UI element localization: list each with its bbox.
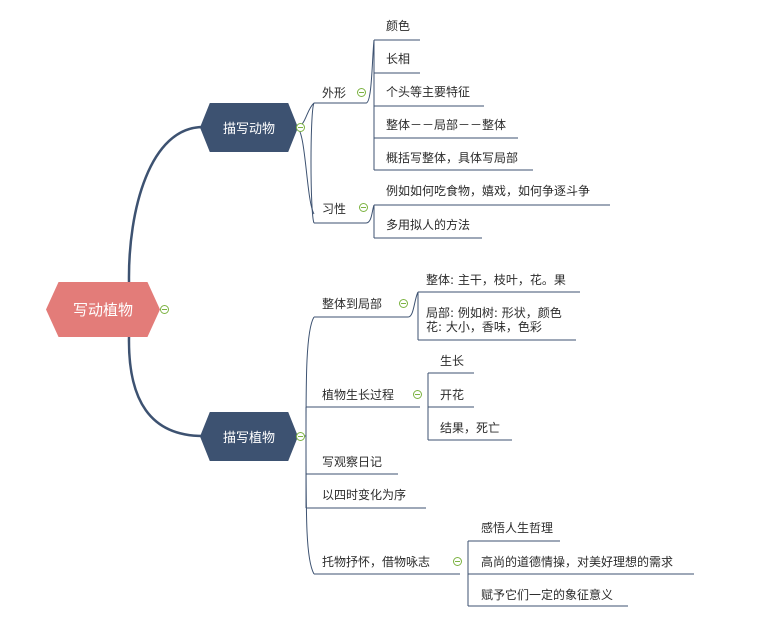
leaf-bloom[interactable]: 开花	[440, 388, 465, 402]
collapse-express-icon[interactable]	[453, 557, 462, 566]
collapse-whole-to-part-icon[interactable]	[399, 299, 408, 308]
collapse-root-icon[interactable]	[160, 305, 169, 314]
leaf-looks[interactable]: 长相	[386, 52, 411, 66]
leaf-color[interactable]: 颜色	[386, 19, 411, 33]
leaf-noble-morals[interactable]: 高尚的道德情操，对美好理想的需求	[481, 555, 674, 569]
leaf-eating-playing[interactable]: 例如如何吃食物，嬉戏，如何争逐斗争	[386, 184, 591, 198]
topic-express-feelings[interactable]: 托物抒怀，借物咏志	[322, 555, 431, 569]
topic-four-seasons[interactable]: 以四时变化为序	[322, 488, 407, 502]
topic-growth-process[interactable]: 植物生长过程	[322, 388, 395, 402]
collapse-plant-icon[interactable]	[296, 432, 305, 441]
leaf-whole-part-whole[interactable]: 整体－－局部－－整体	[386, 118, 507, 132]
collapse-habits-icon[interactable]	[359, 203, 368, 212]
leaf-personification[interactable]: 多用拟人的方法	[386, 218, 471, 232]
collapse-growth-icon[interactable]	[413, 390, 422, 399]
leaf-grow[interactable]: 生长	[440, 354, 465, 368]
leaf-fruit-die[interactable]: 结果，死亡	[440, 421, 501, 435]
leaf-part-tree-flower[interactable]: 局部: 例如树: 形状，颜色 花: 大小，香味，色彩	[426, 306, 562, 334]
topic-habits[interactable]: 习性	[322, 202, 347, 216]
leaf-whole-trunk[interactable]: 整体: 主干，枝叶，花。果	[426, 273, 566, 287]
branch-plant[interactable]: 描写植物	[200, 412, 298, 461]
branch-plant-label: 描写植物	[222, 431, 275, 446]
collapse-appearance-icon[interactable]	[357, 88, 366, 97]
topic-observation-diary[interactable]: 写观察日记	[322, 455, 383, 469]
leaf-summarize-detail[interactable]: 概括写整体，具体写局部	[386, 151, 519, 165]
topic-whole-to-part[interactable]: 整体到局部	[322, 297, 383, 311]
leaf-size-features[interactable]: 个头等主要特征	[386, 85, 471, 99]
branch-animal[interactable]: 描写动物	[200, 103, 298, 152]
leaf-life-philosophy[interactable]: 感悟人生哲理	[481, 521, 554, 535]
branch-animal-label: 描写动物	[222, 122, 275, 137]
topic-appearance[interactable]: 外形	[322, 86, 347, 100]
collapse-animal-icon[interactable]	[296, 123, 305, 132]
root-label: 写动植物	[72, 301, 133, 319]
leaf-symbolic-meaning[interactable]: 赋予它们一定的象征意义	[481, 588, 614, 602]
root-node[interactable]: 写动植物	[46, 282, 160, 337]
